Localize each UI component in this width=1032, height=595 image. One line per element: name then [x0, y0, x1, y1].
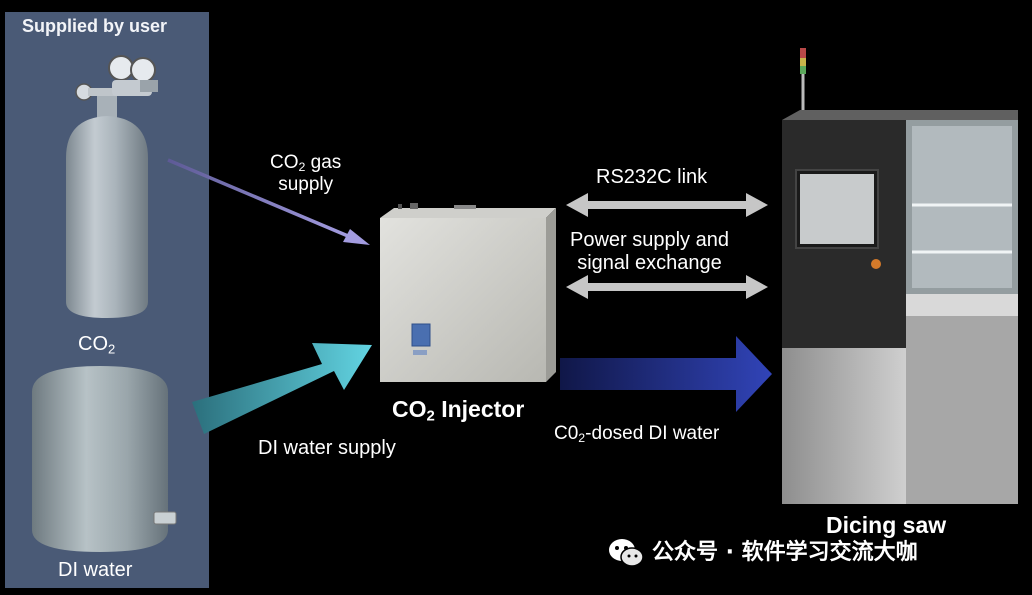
di-water-tank — [32, 366, 177, 552]
co2-dosed-water-label: C02-dosed DI water — [554, 423, 720, 446]
panel-title: Supplied by user — [22, 16, 168, 36]
co2-injector-label: CO2 Injector — [392, 396, 525, 425]
co2-cylinder — [66, 55, 158, 318]
power-signal-label: Power supply and signal exchange — [570, 229, 729, 274]
di-water-supply-arrow — [192, 343, 372, 434]
watermark: 公众号 · 软件学习交流大咖 — [608, 534, 918, 566]
co2-dosed-water-arrow — [560, 336, 772, 412]
wechat-icon — [609, 539, 644, 567]
dicing-saw-label: Dicing saw — [826, 512, 947, 538]
co2-injector — [380, 203, 556, 382]
di-water-supply-label: DI water supply — [258, 437, 396, 459]
co2-gas-supply-label: CO2 gas supply — [270, 152, 342, 196]
di-water-tank-label: DI water — [58, 559, 133, 581]
watermark-text: 公众号 · 软件学习交流大咖 — [652, 540, 918, 565]
rs232c-link-label: RS232C link — [596, 166, 708, 188]
co2-gas-arrow — [167, 158, 370, 245]
co2-cylinder-label: CO2 — [78, 333, 116, 357]
rs232c-link-arrow — [566, 193, 768, 217]
power-signal-arrow — [566, 275, 768, 299]
dicing-saw — [782, 48, 1018, 504]
